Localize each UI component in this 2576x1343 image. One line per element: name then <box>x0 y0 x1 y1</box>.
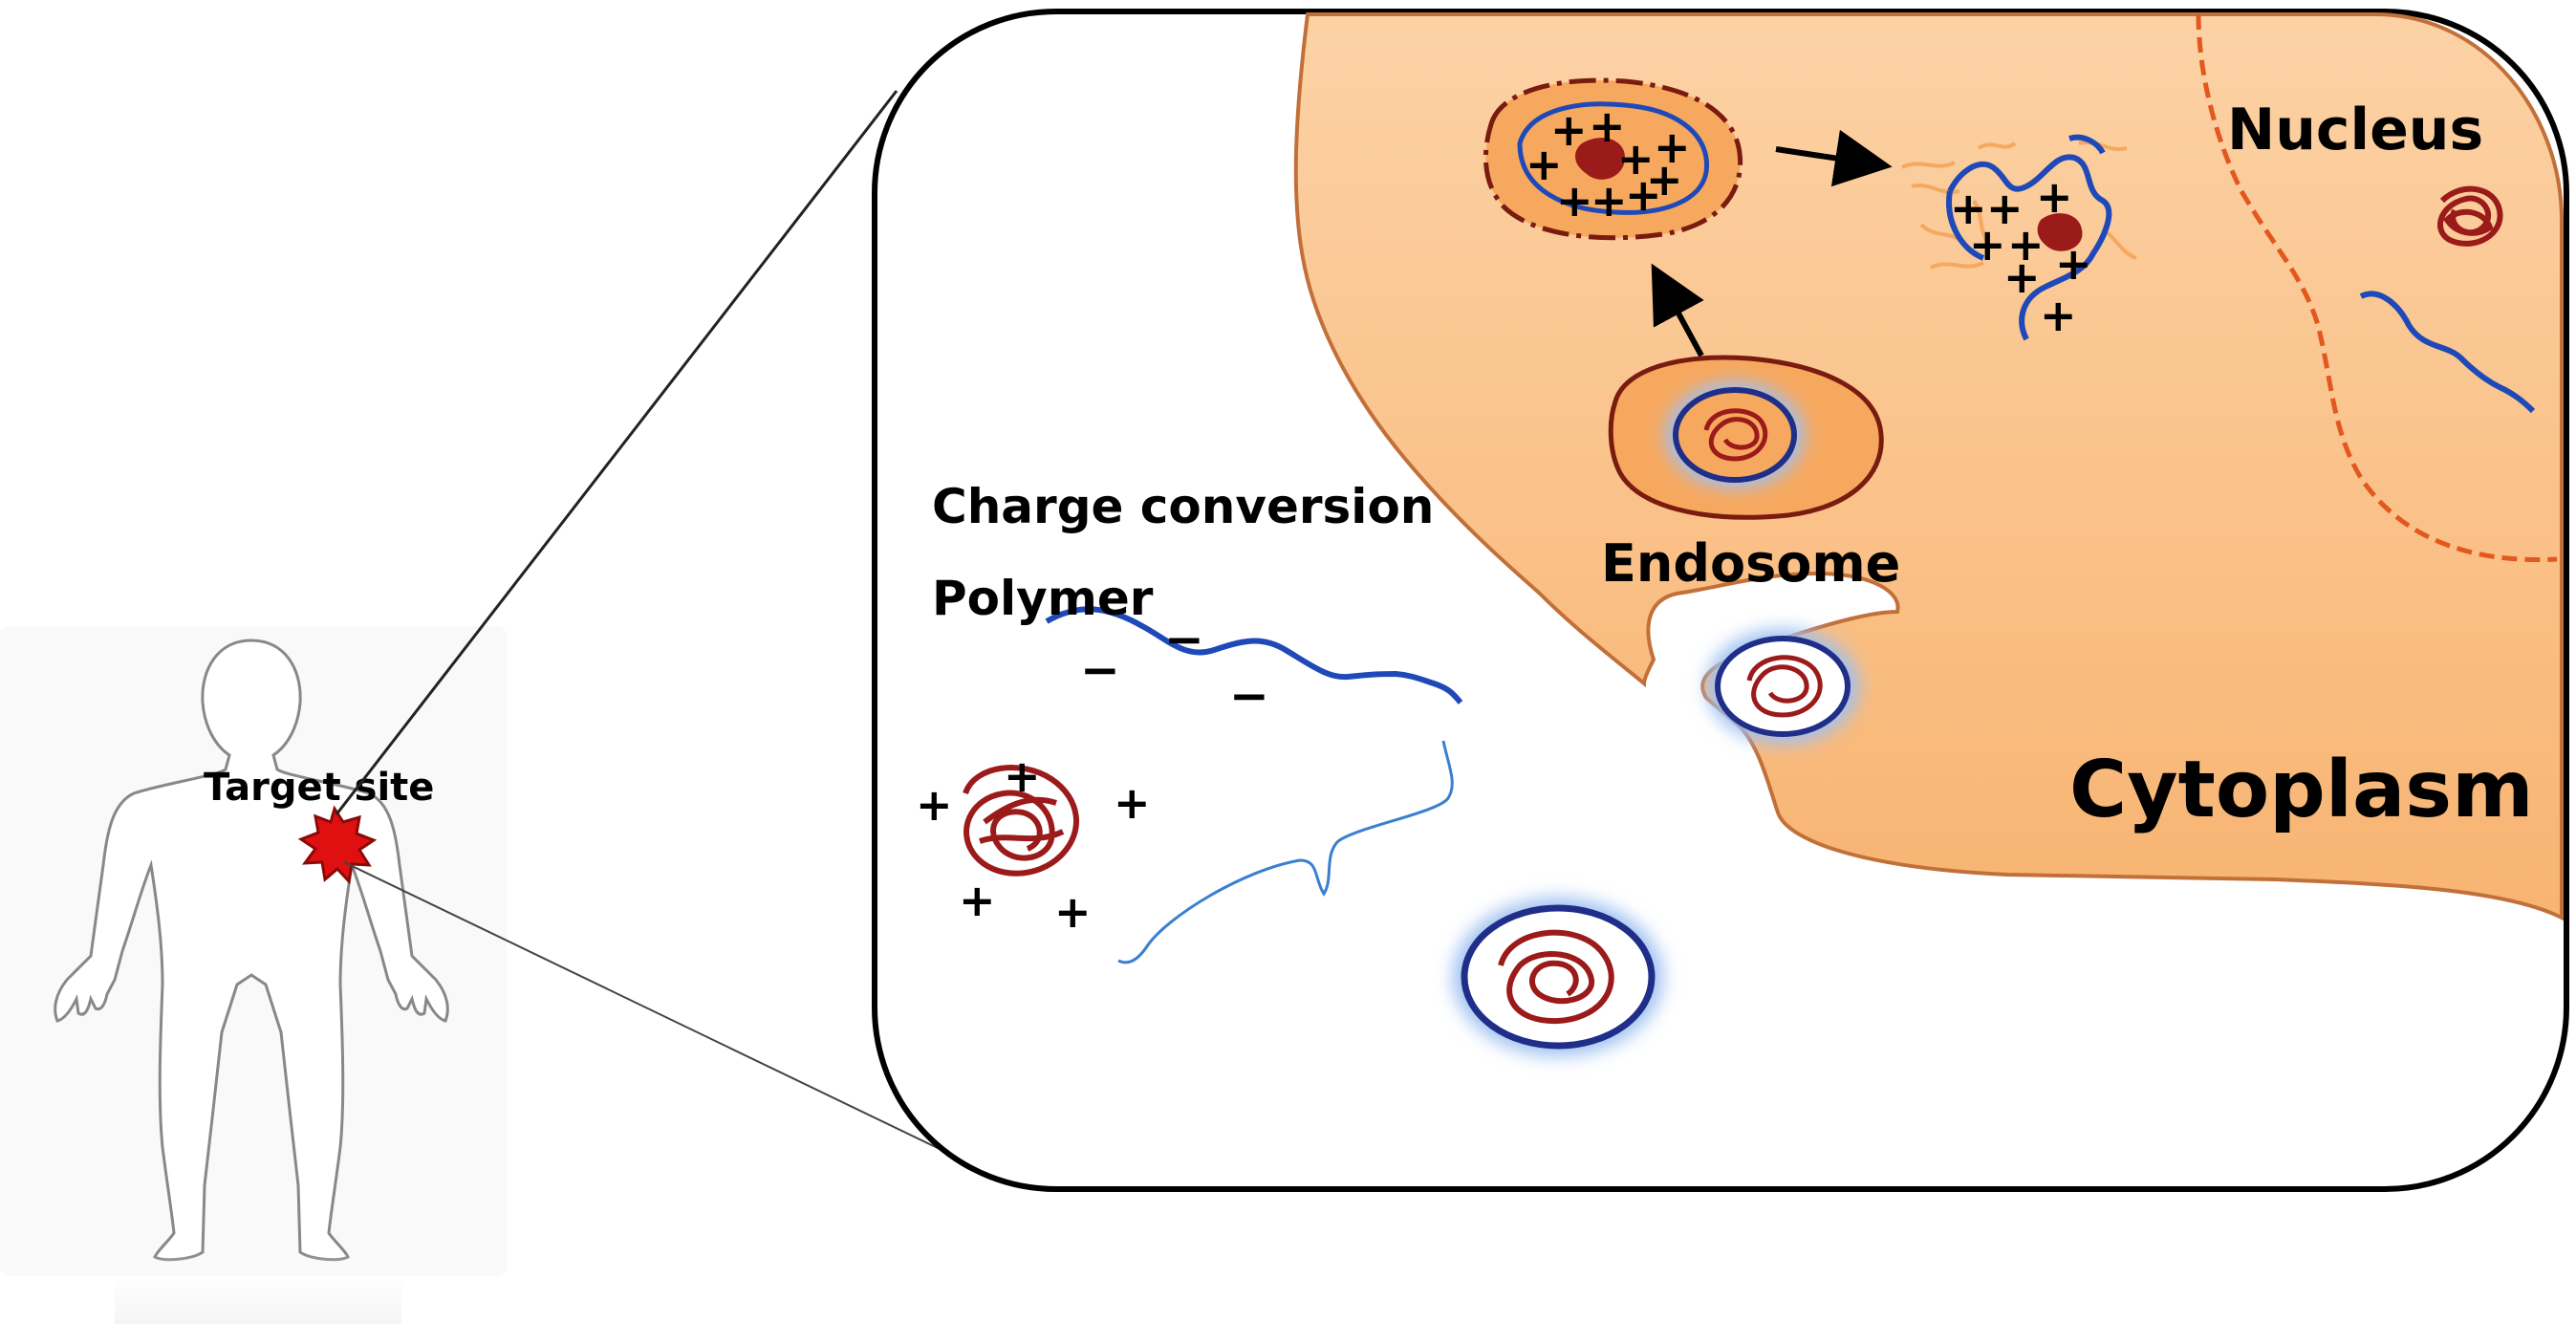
nucleus-label: Nucleus <box>2227 97 2483 163</box>
membrane-fragments <box>1901 140 2137 270</box>
svg-text:−: − <box>1080 642 1120 698</box>
endosome-nanoparticle-shell <box>1673 387 1797 483</box>
svg-text:+: + <box>2003 251 2041 303</box>
polymer-minus-charges: − − − <box>1080 612 1269 724</box>
svg-text:+: + <box>2036 171 2073 223</box>
assembly-brace <box>1117 740 1454 964</box>
svg-text:+: + <box>1986 183 2024 234</box>
starburst-target-icon <box>297 805 378 885</box>
endosome-plus-charges: + + + + + + + + + <box>1526 100 1691 227</box>
released-polymer-strand <box>1946 134 2112 341</box>
charge-conversion-label: Charge conversion <box>932 479 1434 534</box>
arrow-icon <box>1775 129 1893 187</box>
released-plus-charges: + + + + + + + + <box>1950 171 2092 341</box>
cell-panel: + + + + + + + + + <box>872 9 2569 1192</box>
endosome-escape-stage <box>1483 77 1743 241</box>
svg-text:+: + <box>1950 183 1987 234</box>
cytoplasm-region <box>1293 12 2564 921</box>
svg-text:+: + <box>959 875 996 926</box>
svg-text:+: + <box>2055 238 2092 290</box>
svg-text:+: + <box>1646 154 1683 206</box>
nuclear-polymer-strand <box>2359 291 2536 414</box>
nuclear-envelope <box>2196 13 2558 563</box>
cationic-dna-cluster <box>963 765 1079 877</box>
human-body-figure: Target site <box>0 626 507 1324</box>
arrow-icon <box>1651 263 1704 357</box>
svg-text:+: + <box>916 779 953 831</box>
svg-text:−: − <box>1229 668 1269 724</box>
vesicle-dna <box>1746 655 1823 718</box>
svg-text:+: + <box>1004 750 1041 802</box>
endosome-label: Endosome <box>1601 533 1900 594</box>
svg-text:+: + <box>1550 104 1588 156</box>
endosome-inner-polymer <box>1517 101 1710 215</box>
cytoplasm-label: Cytoplasm <box>2069 745 2534 835</box>
nanoparticle-shell <box>1461 904 1656 1050</box>
released-dna-core <box>2037 213 2083 251</box>
zoom-line-top <box>335 90 898 815</box>
human-body-outline-icon <box>54 639 449 1262</box>
polymer-label: Polymer <box>932 571 1154 626</box>
svg-text:+: + <box>1054 886 1092 938</box>
svg-text:+: + <box>1654 121 1691 173</box>
endosome-nanoparticle-dna <box>1703 408 1768 462</box>
dna-plus-charges: + + + + + <box>916 750 1151 938</box>
svg-text:+: + <box>2040 290 2077 341</box>
endocytosis-vesicle <box>1706 629 1859 744</box>
charge-conversion-polymer-strand <box>1045 606 1463 704</box>
svg-text:+: + <box>2007 219 2045 271</box>
endosome-inside-cell <box>1608 355 1884 520</box>
extracellular-nanoparticle <box>1453 898 1663 1056</box>
svg-text:+: + <box>1556 175 1593 227</box>
vesicle-shell <box>1715 636 1851 737</box>
zoom-line-bottom <box>343 861 966 1162</box>
nuclear-dna-icon <box>2437 185 2503 247</box>
floor-reflection <box>115 1252 401 1324</box>
svg-text:+: + <box>1526 139 1563 190</box>
svg-text:+: + <box>1969 219 2006 271</box>
target-site-label: Target site <box>204 766 434 810</box>
endosome-dna-core <box>1575 138 1625 180</box>
svg-text:+: + <box>1617 133 1655 184</box>
nanoparticle-dna <box>1498 929 1614 1025</box>
svg-text:+: + <box>1589 100 1626 152</box>
svg-text:+: + <box>1625 169 1662 221</box>
released-complex: + + + + + + + + <box>1901 134 2137 341</box>
svg-text:−: − <box>1164 612 1204 667</box>
svg-text:+: + <box>1591 175 1628 227</box>
svg-text:+: + <box>1114 777 1151 829</box>
